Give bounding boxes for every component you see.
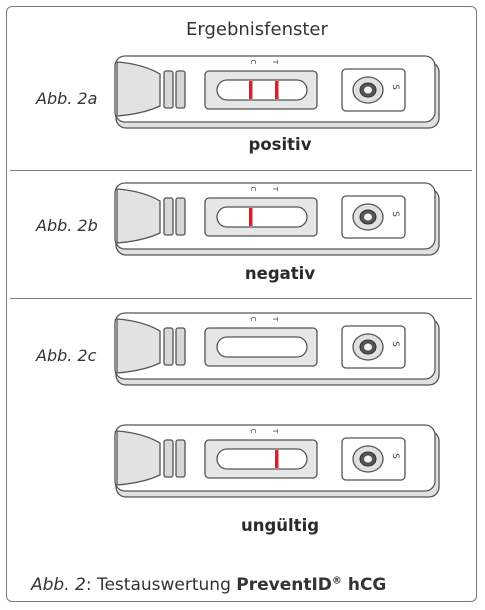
cassette-grip <box>116 430 161 486</box>
test-cassette-invalid-1: C T S <box>113 311 443 389</box>
grip-bar <box>163 439 174 478</box>
test-marker: T <box>271 428 279 434</box>
grip-bar <box>163 70 174 109</box>
cassette-graphic: C T S <box>114 424 440 498</box>
figure-label-2c: Abb. 2c <box>36 346 97 365</box>
result-label-negative: negativ <box>244 264 316 283</box>
test-marker: T <box>271 316 279 322</box>
test-line <box>275 450 279 468</box>
divider <box>10 170 472 171</box>
control-marker: C <box>249 317 257 322</box>
grip-bar <box>175 70 186 109</box>
test-cassette-negative: C T S <box>113 181 443 259</box>
figure-label-2a: Abb. 2a <box>36 89 98 108</box>
test-strip-slot <box>216 206 308 228</box>
sample-well-center <box>364 455 372 463</box>
divider <box>10 298 472 299</box>
result-label-positive: positiv <box>248 135 312 154</box>
cassette-graphic: C T S <box>114 312 440 386</box>
caption-registered-mark: ® <box>331 575 342 587</box>
sample-well-center <box>364 86 372 94</box>
grip-bar <box>163 197 174 236</box>
caption-text: : Testauswertung <box>85 575 237 595</box>
control-line <box>249 81 253 99</box>
sample-marker: S <box>390 453 400 459</box>
test-cassette-positive: C T S <box>113 54 443 132</box>
grip-bar <box>163 327 174 366</box>
caption-figure-ref: Abb. 2 <box>31 575 86 595</box>
sample-well-center <box>364 213 372 221</box>
cassette-grip <box>116 318 161 374</box>
cassette-grip <box>116 61 161 117</box>
control-marker: C <box>249 60 257 65</box>
figure-caption: Abb. 2: Testauswertung PreventID® hCG <box>31 575 386 595</box>
grip-bar <box>175 197 186 236</box>
cassette-grip <box>116 188 161 244</box>
sample-marker: S <box>390 341 400 347</box>
result-label-invalid: ungültig <box>240 516 320 535</box>
caption-product: PreventID <box>236 575 332 595</box>
caption-product-suffix: hCG <box>341 575 387 595</box>
test-strip-slot <box>216 79 308 101</box>
test-line <box>275 81 279 99</box>
test-cassette-invalid-2: C T S <box>113 423 443 501</box>
test-strip-slot <box>216 336 308 358</box>
cassette-graphic: C T S <box>114 55 440 129</box>
grip-bar <box>175 327 186 366</box>
figure-label-2b: Abb. 2b <box>36 216 98 235</box>
test-strip-slot <box>216 448 308 470</box>
sample-marker: S <box>390 84 400 90</box>
cassette-graphic: C T S <box>114 182 440 256</box>
test-marker: T <box>271 186 279 192</box>
control-line <box>249 208 253 226</box>
grip-bar <box>175 439 186 478</box>
control-marker: C <box>249 187 257 192</box>
sample-well-center <box>364 343 372 351</box>
sample-marker: S <box>390 211 400 217</box>
control-marker: C <box>249 429 257 434</box>
test-marker: T <box>271 59 279 65</box>
figure-frame <box>6 6 477 602</box>
result-window-label: Ergebnisfenster <box>186 19 328 40</box>
